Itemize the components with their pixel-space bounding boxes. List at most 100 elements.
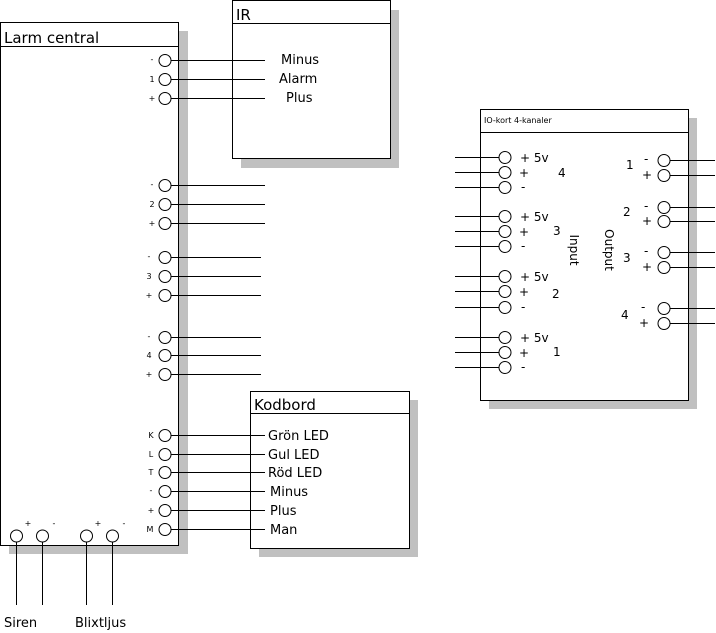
terminal (657, 169, 671, 182)
terminal (158, 466, 172, 479)
terminal (498, 240, 512, 253)
ir-label-plus: Plus (286, 91, 313, 106)
kodbord-label-man: Man (270, 523, 297, 538)
io-input-label: Input (567, 234, 581, 265)
terminal (158, 331, 172, 344)
io-kort-title: IO-kort 4-kanaler (484, 116, 552, 125)
ir-title: IR (236, 6, 251, 24)
terminal (657, 317, 671, 330)
ir-label-minus: Minus (281, 53, 319, 68)
terminal (498, 166, 512, 179)
input-pin-label: + (519, 346, 529, 360)
terminal-label: - (148, 252, 151, 261)
larm-central-title: Larm central (4, 29, 99, 47)
io-kort-box: IO-kort 4-kanaler Input Output (480, 109, 689, 401)
input-pin-label: + (519, 285, 529, 299)
terminal (158, 179, 172, 192)
terminal (657, 302, 671, 315)
terminal (158, 92, 172, 105)
terminal-label: T (148, 468, 154, 477)
terminal (158, 485, 172, 498)
terminal (158, 270, 172, 283)
terminal (158, 251, 172, 264)
terminal-label: M (147, 525, 154, 534)
kodbord-frame (250, 391, 410, 549)
terminal-label: 4 (146, 351, 151, 360)
io-output-label: Output (602, 229, 616, 271)
terminal-label: + (149, 94, 156, 103)
terminal (158, 349, 172, 362)
terminal-label: - (53, 519, 56, 528)
terminal (158, 448, 172, 461)
terminal-label: 2 (149, 200, 154, 209)
terminal (158, 504, 172, 517)
output-pin-label: + (642, 260, 652, 274)
siren-label: Siren (4, 616, 37, 631)
ir-label-alarm: Alarm (279, 72, 317, 87)
output-pin-label: + (642, 168, 652, 182)
kodbord-label-gron-led: Grön LED (268, 429, 329, 444)
terminal-label: - (151, 180, 154, 189)
output-pin-label: - (641, 300, 645, 314)
larm-central-frame (0, 22, 179, 546)
terminal-label: + (25, 519, 32, 528)
output-channel-label: 1 (626, 158, 634, 172)
input-pin-label: - (521, 180, 525, 194)
input-channel-label: 2 (552, 287, 560, 301)
input-pin-label: + (519, 225, 529, 239)
kodbord-box: Kodbord (250, 391, 410, 549)
output-channel-label: 2 (623, 205, 631, 219)
terminal (158, 368, 172, 381)
output-pin-label: + (642, 214, 652, 228)
terminal (158, 289, 172, 302)
kodbord-labels: Grön LED Gul LED Röd LED Minus Plus Man (268, 429, 329, 538)
output-pin-label: - (644, 152, 648, 166)
terminal (498, 301, 512, 314)
kodbord-label-plus: Plus (270, 504, 297, 519)
terminal-label: K (148, 431, 154, 440)
terminal-label: + (146, 291, 153, 300)
terminal (657, 261, 671, 274)
io-kort-frame (480, 109, 689, 401)
terminal (158, 429, 172, 442)
ir-labels: Minus Alarm Plus (279, 53, 319, 106)
terminal-label: + (146, 370, 153, 379)
terminal (158, 54, 172, 67)
terminal-label: 1 (149, 75, 154, 84)
terminal (498, 210, 512, 223)
input-pin-label: + 5v (520, 270, 549, 284)
terminal (498, 361, 512, 374)
terminal (498, 346, 512, 359)
terminal-label: - (148, 332, 151, 341)
output-pin-label: - (644, 244, 648, 258)
terminal (158, 523, 172, 536)
terminal-label: + (148, 506, 155, 515)
terminal-label: L (149, 450, 154, 459)
kodbord-title: Kodbord (254, 396, 316, 414)
terminal (657, 201, 671, 214)
input-pin-label: + 5v (520, 331, 549, 345)
input-channel-label: 3 (553, 224, 561, 238)
terminal (498, 225, 512, 238)
terminal-label: - (150, 486, 153, 495)
terminal (498, 270, 512, 283)
terminal-label: + (149, 219, 156, 228)
kodbord-label-rod-led: Röd LED (268, 466, 322, 481)
larm-central-wires (171, 60, 265, 530)
larm-central-bottom-terminals: + - + - Siren Blixtljus (4, 519, 126, 631)
terminal (498, 285, 512, 298)
kodbord-label-gul-led: Gul LED (268, 448, 320, 463)
terminal (158, 73, 172, 86)
input-pin-label: + 5v (520, 210, 549, 224)
terminal (657, 215, 671, 228)
io-kort-inputs: + 5v + - 4 + 5v + - 3 + 5v + - 2 + 5v + (455, 151, 566, 374)
terminal (657, 154, 671, 167)
larm-central-box: Larm central (0, 22, 179, 546)
output-channel-label: 4 (621, 308, 629, 322)
input-pin-label: + (519, 166, 529, 180)
terminal (10, 529, 23, 543)
terminal (498, 151, 512, 164)
larm-central-terminals: - 1 + - 2 + - 3 + - 4 + K L T - + M (146, 54, 172, 536)
io-kort-outputs: - + 1 - + 2 - + 3 - + 4 (621, 152, 715, 330)
